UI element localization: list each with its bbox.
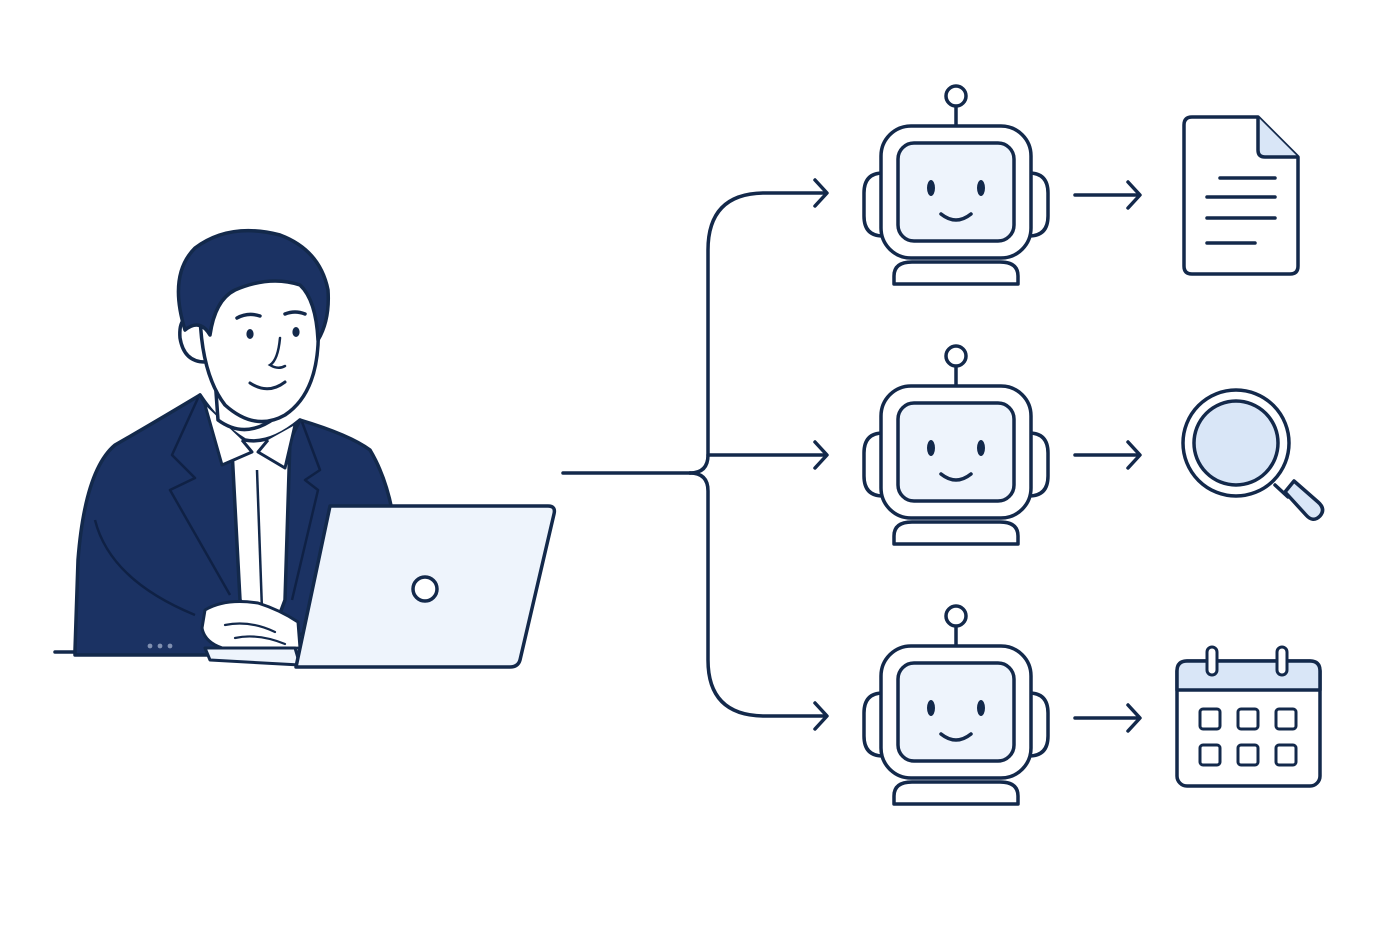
document-icon [1182, 115, 1300, 276]
bracket-line [688, 191, 827, 475]
calendar-icon [1175, 645, 1322, 788]
person-at-laptop-icon [53, 228, 557, 669]
magnifying-glass-icon [1181, 388, 1325, 521]
branch-connectors [561, 191, 827, 718]
bracket-line-lower [688, 471, 827, 718]
robot-icon [862, 84, 1050, 286]
robot-icon [862, 344, 1050, 546]
robot-icon [862, 604, 1050, 806]
